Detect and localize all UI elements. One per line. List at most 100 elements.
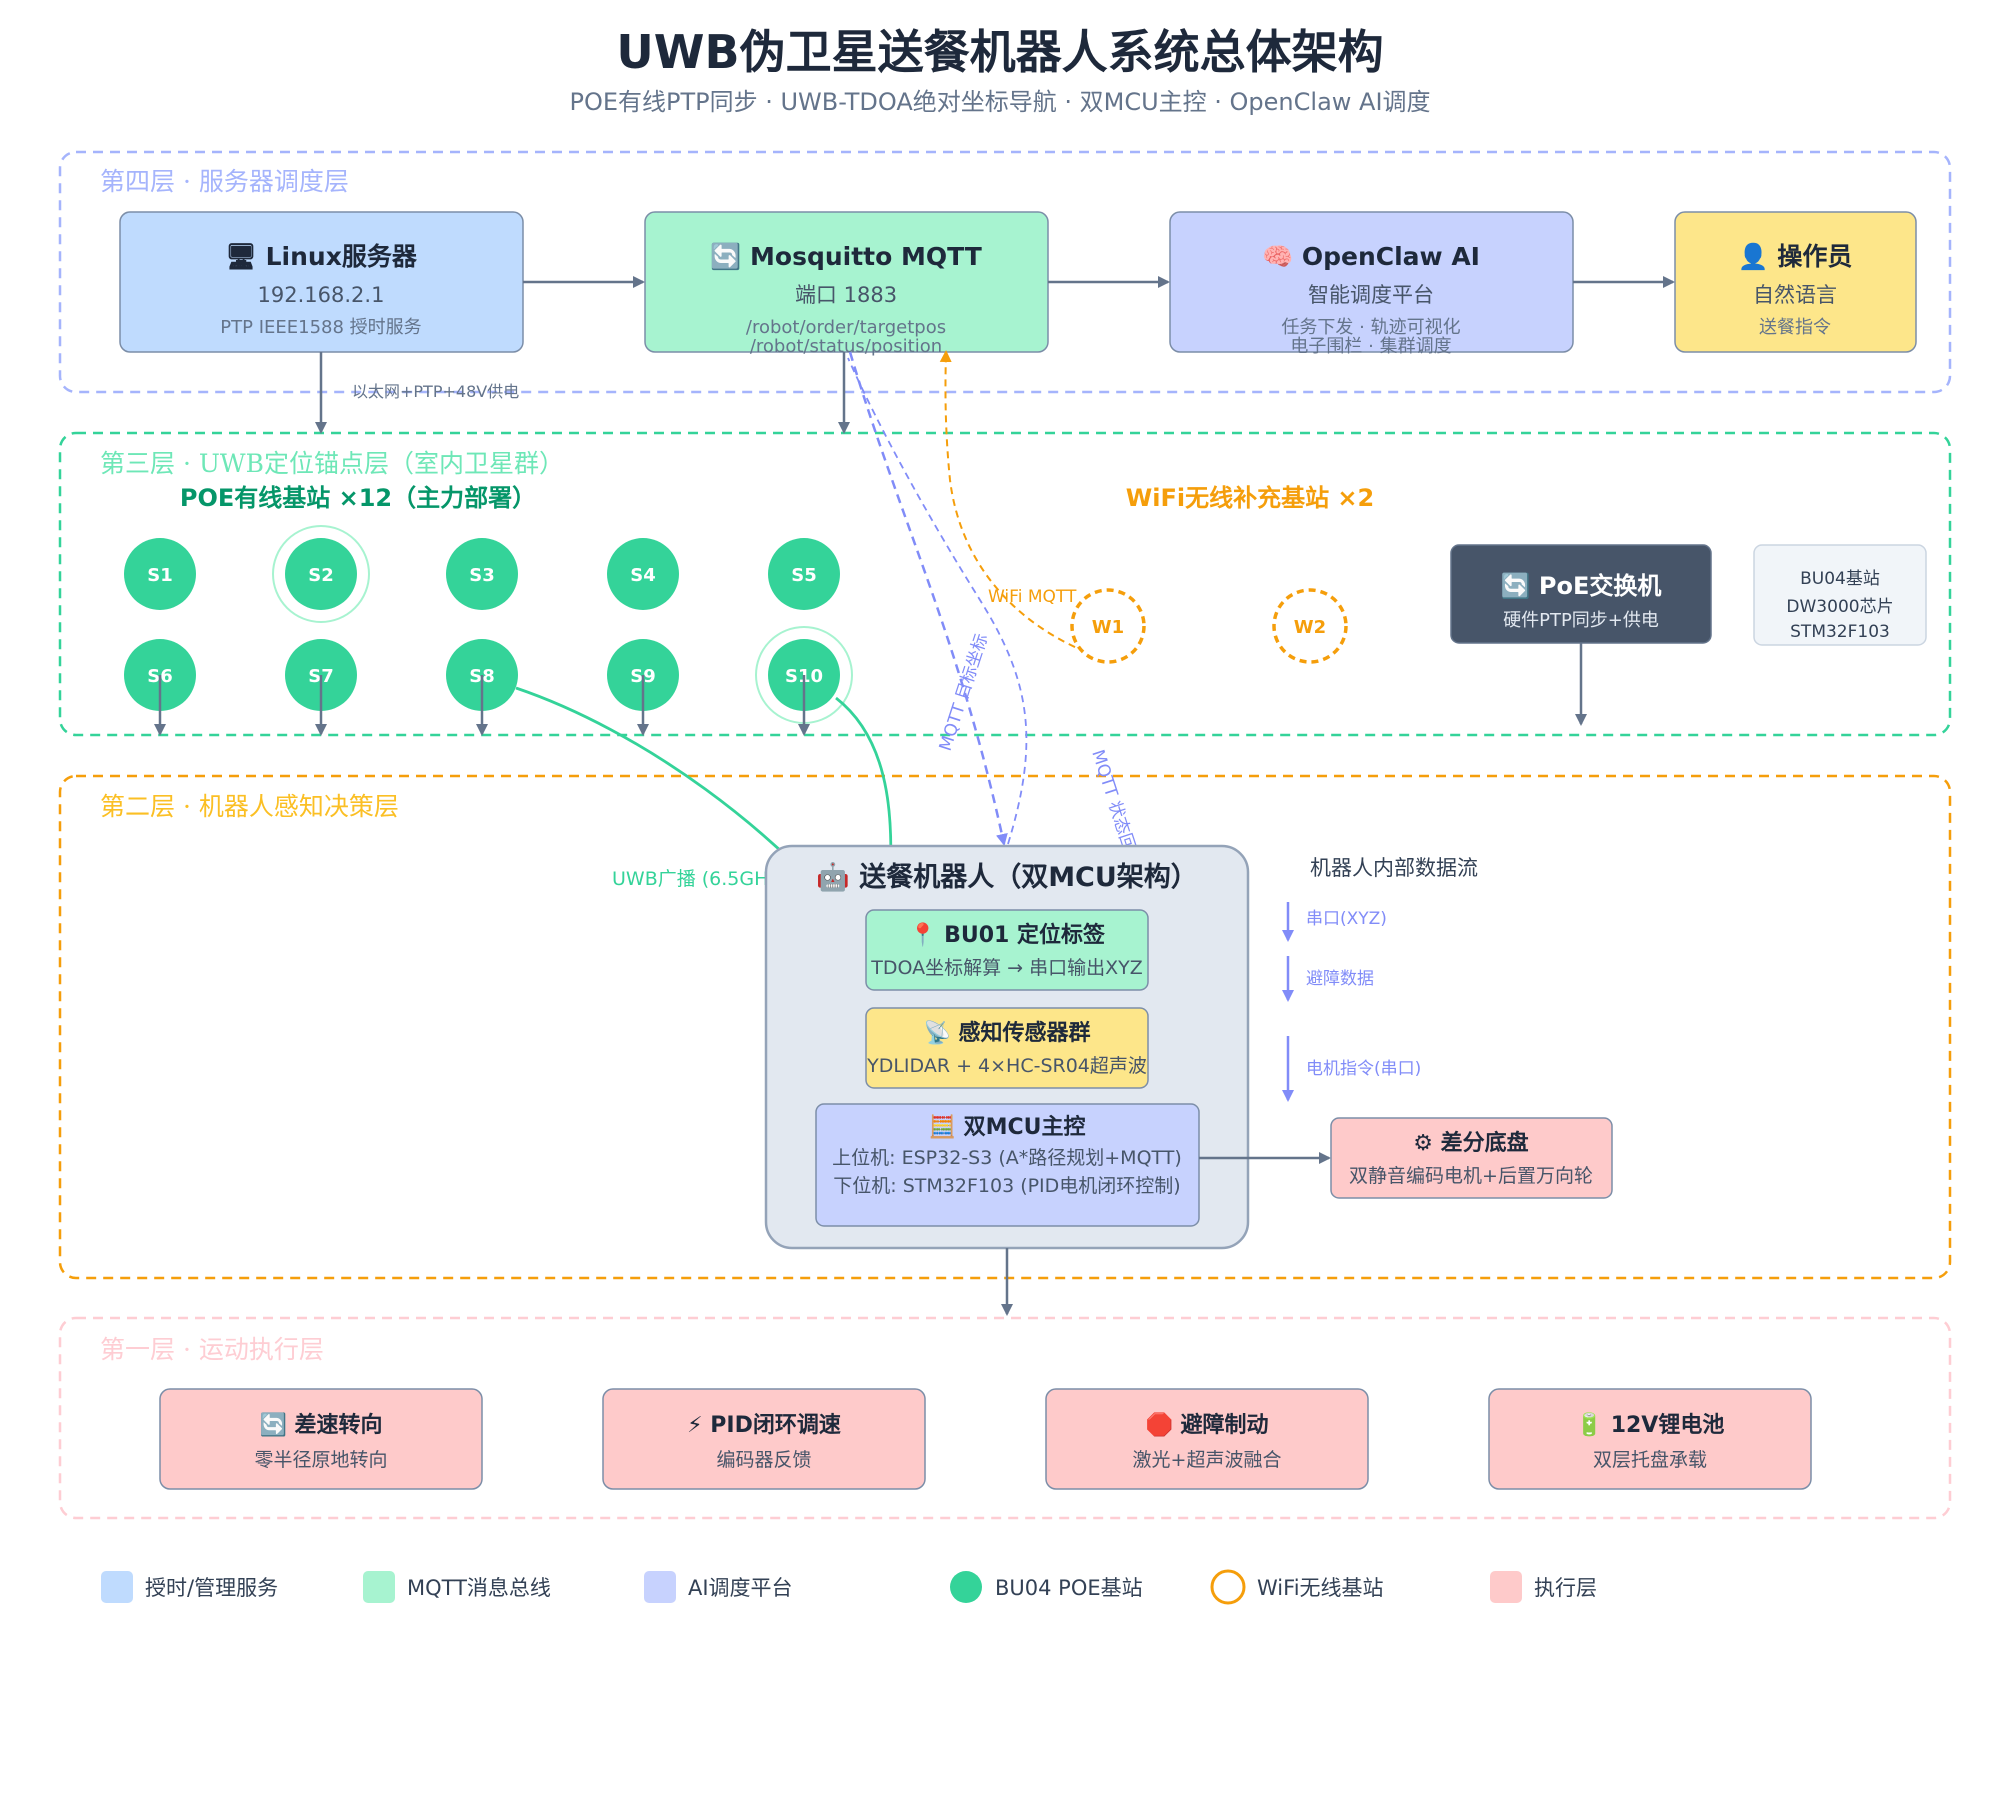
wifi-station-w1[interactable]: W1 <box>1070 588 1146 664</box>
operator-line1: 自然语言 <box>1753 283 1837 307</box>
legend-mqtt: MQTT消息总线 <box>407 1576 551 1600</box>
wifi-mqtt-link <box>939 350 1087 653</box>
station-circle <box>285 538 357 610</box>
mqtt-broker-box[interactable]: 🔄 Mosquitto MQTT 端口 1883 /robot/order/ta… <box>644 211 1049 357</box>
poe-station-s6[interactable]: S6 <box>124 639 196 736</box>
legend-swatch-timing <box>101 1571 133 1603</box>
robot-title: 🤖 送餐机器人（双MCU架构） <box>816 861 1198 893</box>
page-title: UWB伪卫星送餐机器人系统总体架构 <box>616 25 1383 79</box>
legend-poe: BU04 POE基站 <box>995 1576 1143 1600</box>
exec-4-sub: 双层托盘承载 <box>1593 1449 1707 1471</box>
exec-differential-steering[interactable]: 🔄 差速转向 零半径原地转向 <box>159 1388 483 1490</box>
exec-1-title: 🔄 差速转向 <box>259 1412 382 1438</box>
bu01-tag-box[interactable]: 📍 BU01 定位标签 TDOA坐标解算 → 串口输出XYZ <box>865 909 1149 991</box>
chassis-sub: 双静音编码电机+后置万向轮 <box>1349 1165 1593 1187</box>
bu04-info-box: BU04基站 DW3000芯片 STM32F103 <box>1753 544 1927 646</box>
openclaw-features-1: 任务下发 · 轨迹可视化 <box>1281 317 1460 338</box>
poe-switch-sub: 硬件PTP同步+供电 <box>1503 610 1659 631</box>
dataflow-serial-xyz: 串口(XYZ) <box>1306 909 1387 929</box>
poe-switch-box[interactable]: 🔄 PoE交换机 硬件PTP同步+供电 <box>1450 544 1712 644</box>
legend-wifi: WiFi无线基站 <box>1257 1576 1384 1600</box>
bu04-line1: BU04基站 <box>1800 569 1880 589</box>
sensor-title: 📡 感知传感器群 <box>923 1018 1090 1046</box>
station-circle <box>446 538 518 610</box>
exec-battery[interactable]: 🔋 12V锂电池 双层托盘承载 <box>1488 1388 1812 1490</box>
legend-timing: 授时/管理服务 <box>145 1576 278 1600</box>
wifi-stations-heading: WiFi无线补充基站 ×2 <box>1126 484 1374 512</box>
mqtt-status-link <box>847 357 1028 845</box>
wifi-station-w1-label: W1 <box>1092 617 1124 638</box>
mqtt-broker-port: 端口 1883 <box>795 283 897 307</box>
exec-pid-speed[interactable]: ⚡ PID闭环调速 编码器反馈 <box>602 1388 926 1490</box>
station-label: S4 <box>630 565 656 586</box>
poe-station-s4[interactable]: S4 <box>607 538 679 610</box>
linux-server-ip: 192.168.2.1 <box>258 283 385 307</box>
poe-station-s3[interactable]: S3 <box>446 538 518 610</box>
station-circle <box>768 538 840 610</box>
poe-station-s1[interactable]: S1 <box>124 538 196 610</box>
sensor-group-box[interactable]: 📡 感知传感器群 YDLIDAR + 4×HC-SR04超声波 <box>865 1007 1149 1089</box>
poe-stations-heading: POE有线基站 ×12（主力部署） <box>180 484 536 512</box>
wifi-station-w2-label: W2 <box>1294 617 1326 638</box>
exec-3-title: 🛑 避障制动 <box>1145 1412 1268 1438</box>
station-label: S3 <box>469 565 495 586</box>
chassis-box[interactable]: ⚙ 差分底盘 双静音编码电机+后置万向轮 <box>1330 1117 1613 1199</box>
legend-ai: AI调度平台 <box>688 1576 793 1600</box>
dual-mcu-box[interactable]: 🧮 双MCU主控 上位机: ESP32-S3 (A*路径规划+MQTT) 下位机… <box>815 1103 1200 1227</box>
layer-1-label: 第一层 · 运动执行层 <box>100 1335 324 1364</box>
operator-box[interactable]: 👤 操作员 自然语言 送餐指令 <box>1674 211 1917 353</box>
legend: 授时/管理服务 MQTT消息总线 AI调度平台 BU04 POE基站 WiFi无… <box>101 1569 1597 1605</box>
poe-station-s5[interactable]: S5 <box>768 538 840 610</box>
station-label: S2 <box>308 565 334 586</box>
exec-2-title: ⚡ PID闭环调速 <box>687 1412 841 1438</box>
openclaw-ai-box[interactable]: 🧠 OpenClaw AI 智能调度平台 任务下发 · 轨迹可视化 电子围栏 ·… <box>1169 211 1574 357</box>
poe-station-s2[interactable]: S2 <box>272 525 370 623</box>
legend-swatch-wifi <box>1210 1569 1246 1605</box>
layer-2-label: 第二层 · 机器人感知决策层 <box>100 792 399 821</box>
dataflow-motor-cmd: 电机指令(串口) <box>1306 1059 1421 1079</box>
legend-swatch-ai <box>644 1571 676 1603</box>
linux-server-box[interactable]: 🖥 Linux服务器 192.168.2.1 PTP IEEE1588 授时服务 <box>119 211 524 353</box>
station-label: S5 <box>791 565 817 586</box>
linux-server-title: 🖥 Linux服务器 <box>225 242 418 271</box>
exec-3-sub: 激光+超声波融合 <box>1133 1449 1282 1471</box>
mqtt-topic-order: /robot/order/targetpos <box>746 317 946 338</box>
openclaw-title: 🧠 OpenClaw AI <box>1262 242 1480 271</box>
wifi-mqtt-label: WiFi MQTT <box>988 587 1077 607</box>
poe-station-s8[interactable]: S8 <box>446 639 518 736</box>
mcu-upper: 上位机: ESP32-S3 (A*路径规划+MQTT) <box>832 1147 1182 1169</box>
linux-server-service: PTP IEEE1588 授时服务 <box>220 317 421 338</box>
exec-obstacle-brake[interactable]: 🛑 避障制动 激光+超声波融合 <box>1045 1388 1369 1490</box>
station-halo <box>272 525 370 623</box>
station-label: S1 <box>147 565 173 586</box>
legend-swatch-poe <box>950 1571 982 1603</box>
openclaw-platform: 智能调度平台 <box>1308 283 1434 307</box>
bu04-line3: STM32F103 <box>1790 622 1890 642</box>
mcu-title: 🧮 双MCU主控 <box>929 1114 1086 1140</box>
mqtt-broker-title: 🔄 Mosquitto MQTT <box>710 242 982 271</box>
poe-switch-title: 🔄 PoE交换机 <box>1501 572 1662 600</box>
mcu-lower: 下位机: STM32F103 (PID电机闭环控制) <box>833 1175 1180 1197</box>
poe-station-s9[interactable]: S9 <box>607 639 679 736</box>
layer-3-label: 第三层 · UWB定位锚点层（室内卫星群） <box>100 449 564 478</box>
mqtt-topic-status: /robot/status/position <box>750 336 942 357</box>
layer-4-label: 第四层 · 服务器调度层 <box>100 167 349 196</box>
station-circle <box>607 538 679 610</box>
poe-station-s10[interactable]: S10 <box>755 626 853 736</box>
operator-title: 👤 操作员 <box>1738 242 1853 271</box>
poe-station-s7[interactable]: S7 <box>285 639 357 736</box>
exec-2-sub: 编码器反馈 <box>716 1449 811 1471</box>
dataflow-obstacle: 避障数据 <box>1306 969 1374 989</box>
exec-4-title: 🔋 12V锂电池 <box>1576 1412 1725 1438</box>
legend-swatch-exec <box>1490 1571 1522 1603</box>
wifi-station-w2[interactable]: W2 <box>1272 588 1348 664</box>
dataflow-heading: 机器人内部数据流 <box>1310 856 1478 880</box>
bu04-line2: DW3000芯片 <box>1786 597 1893 617</box>
bu01-sub: TDOA坐标解算 → 串口输出XYZ <box>870 957 1143 979</box>
layer-2-frame <box>58 774 1952 1280</box>
chassis-title: ⚙ 差分底盘 <box>1413 1130 1528 1156</box>
page-subtitle: POE有线PTP同步 · UWB-TDOA绝对坐标导航 · 双MCU主控 · O… <box>569 88 1430 116</box>
bu01-title: 📍 BU01 定位标签 <box>909 922 1106 948</box>
